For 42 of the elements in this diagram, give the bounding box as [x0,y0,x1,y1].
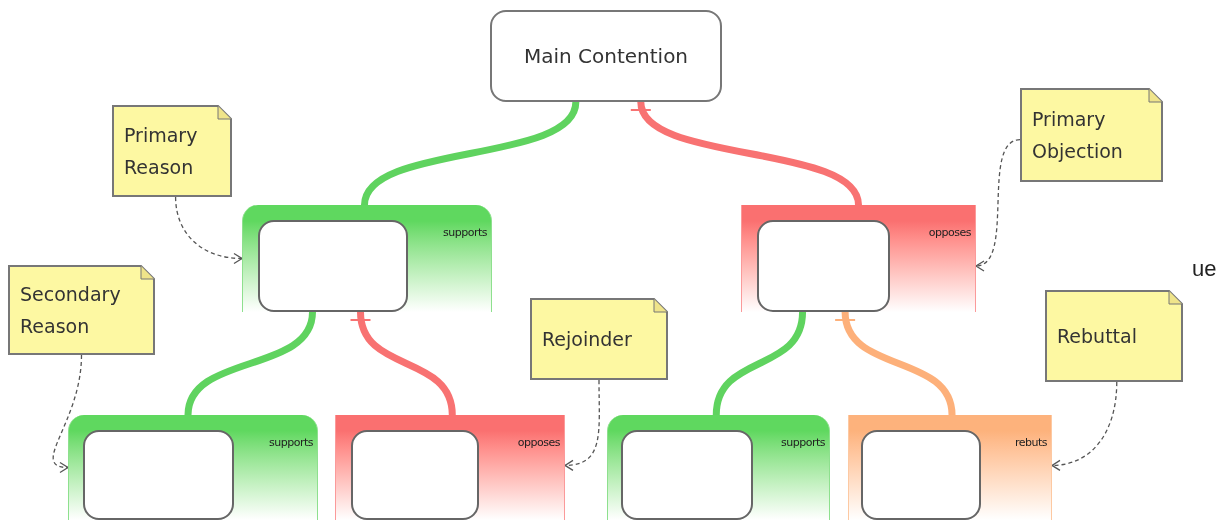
claim-box [351,430,479,520]
note [8,265,155,355]
relation-band [335,415,565,520]
relation-band [848,415,1052,520]
dashed-arrow [1051,381,1118,471]
dashed-arrow [52,354,83,473]
claim-box [83,430,234,520]
dashed-arrow [174,196,243,264]
claim-box [621,430,753,520]
note [1045,290,1183,382]
claim-box [861,430,981,520]
claim-box [258,220,408,312]
note [530,298,668,380]
note-text: Rebuttal [1056,324,1138,349]
relation-band [607,415,830,520]
relation-label: supports [781,435,825,451]
connector-line [632,100,862,207]
note [1020,88,1163,182]
connector-line [712,311,807,416]
relation-label: opposes [928,225,971,241]
relation-band [741,205,976,312]
note-text: Primary Objection [1031,107,1124,164]
cut-off-text: ue [1192,255,1217,283]
note [112,105,232,197]
relation-band [242,205,492,312]
connector-line [361,101,580,206]
connector-line [350,311,456,416]
dashed-arrow [975,139,1021,270]
claim-box [490,10,722,102]
relation-band [68,415,318,520]
note-text: Primary Reason [123,123,199,180]
note-text: Secondary Reason [19,282,122,339]
dashed-arrow [564,379,600,471]
claim-text: Main Contention [523,43,689,70]
relation-label: opposes [517,435,560,451]
relation-label: supports [443,225,487,241]
claim-box [757,220,890,312]
connector-line [184,311,316,416]
connector-line [835,311,956,416]
relation-label: rebuts [1014,435,1047,451]
note-text: Rejoinder [541,327,633,352]
relation-label: supports [269,435,313,451]
